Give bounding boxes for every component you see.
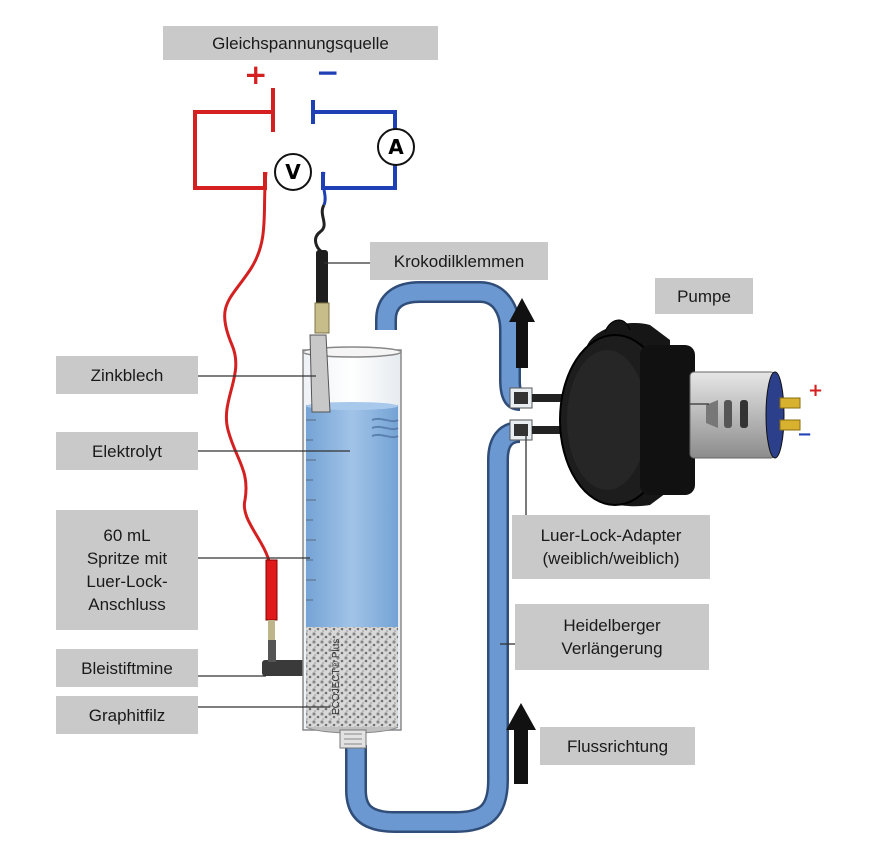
minus-sign: −: [316, 56, 340, 89]
label-extension-line-2: Verlängerung: [561, 639, 663, 658]
flow-arrow-top: [509, 298, 535, 368]
label-crocodile-clips: Krokodilklemmen: [370, 242, 548, 280]
pump: [559, 319, 801, 507]
pencil-lead-connector: [268, 640, 276, 662]
positive-circuit-wire: [193, 110, 272, 190]
blue-lead-wire: [321, 171, 327, 206]
ammeter-icon: A: [377, 128, 415, 166]
label-syringe: 60 mL Spritze mit Luer-Lock- Anschluss: [56, 510, 198, 630]
label-electrolyte: Elektrolyt: [56, 432, 198, 470]
syringe-brand-text: ECOJECT® Plus: [331, 638, 342, 715]
label-pencil-lead: Bleistiftmine: [56, 649, 198, 687]
red-clamp-tip: [268, 620, 275, 642]
label-graphite-felt: Graphitfilz: [56, 696, 198, 734]
label-extension: Heidelberger Verlängerung: [515, 604, 709, 670]
label-pump: Pumpe: [655, 278, 753, 314]
label-syringe-line-4: Anschluss: [88, 595, 166, 614]
luer-lock-adapters: [509, 387, 572, 441]
voltmeter-icon: V: [274, 153, 312, 191]
label-flow-direction: Flussrichtung: [540, 727, 695, 765]
red-lead-wire: [223, 171, 272, 566]
leader-lines: [198, 262, 709, 708]
label-zinc-sheet: Zinkblech: [56, 356, 198, 394]
label-power-source: Gleichspannungsquelle: [163, 26, 438, 60]
pump-plus-sign: +: [808, 380, 824, 401]
label-luer-adapter: Luer-Lock-Adapter (weiblich/weiblich): [512, 515, 710, 579]
black-lead-wire: [314, 204, 326, 254]
label-syringe-line-2: Spritze mit: [86, 549, 168, 568]
label-luer-adapter-line-2: (weiblich/weiblich): [542, 549, 680, 568]
graphite-felt-fill: [306, 627, 398, 727]
pump-minus-sign: −: [797, 424, 813, 445]
syringe: [302, 334, 402, 749]
black-clamp: [316, 250, 328, 305]
label-syringe-line-1: 60 mL: [103, 526, 151, 545]
plus-sign: +: [244, 58, 268, 91]
label-luer-adapter-line-1: Luer-Lock-Adapter: [540, 526, 682, 545]
flow-arrow-bottom: [506, 703, 536, 784]
red-clamp: [265, 559, 278, 621]
label-syringe-line-3: Luer-Lock-: [86, 572, 168, 591]
pencil-lead-holder: [262, 660, 308, 676]
black-clamp-tip: [314, 302, 330, 334]
label-extension-line-1: Heidelberger: [563, 616, 661, 635]
electrolyte-fill: [306, 405, 398, 627]
zinc-sheet: [309, 334, 331, 413]
